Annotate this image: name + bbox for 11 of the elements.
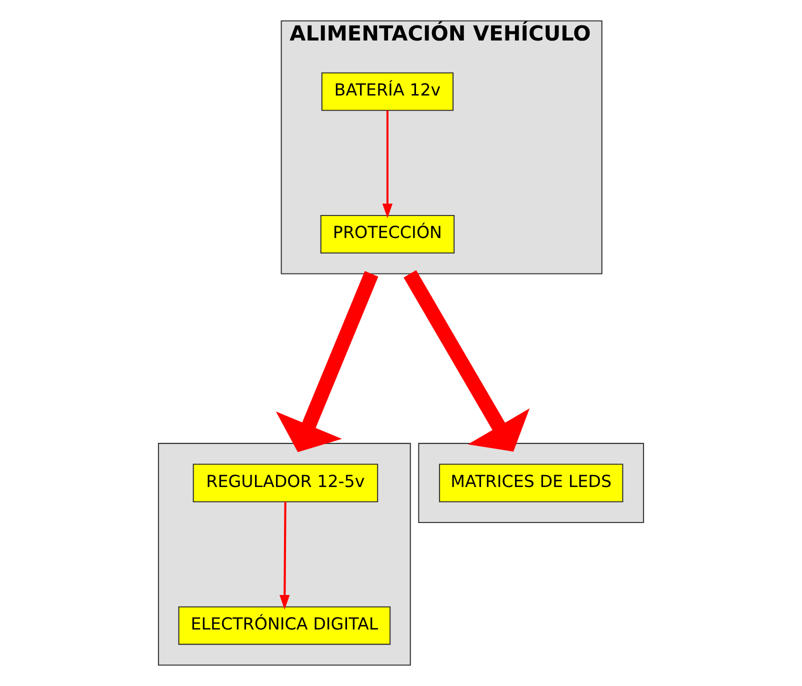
node-box: MATRICES DE LEDS: [439, 464, 624, 502]
node-box: PROTECCIÓN: [320, 214, 455, 254]
arrow: [276, 271, 378, 452]
arrow: [382, 110, 393, 218]
node-box: ELECTRÓNICA DIGITAL: [178, 606, 391, 645]
cluster: [418, 442, 644, 524]
arrow: [404, 270, 530, 452]
arrow: [280, 502, 290, 610]
cluster: [158, 442, 411, 666]
node-box: BATERÍA 12v: [321, 72, 454, 111]
node-box: REGULADOR 12-5v: [192, 464, 378, 502]
